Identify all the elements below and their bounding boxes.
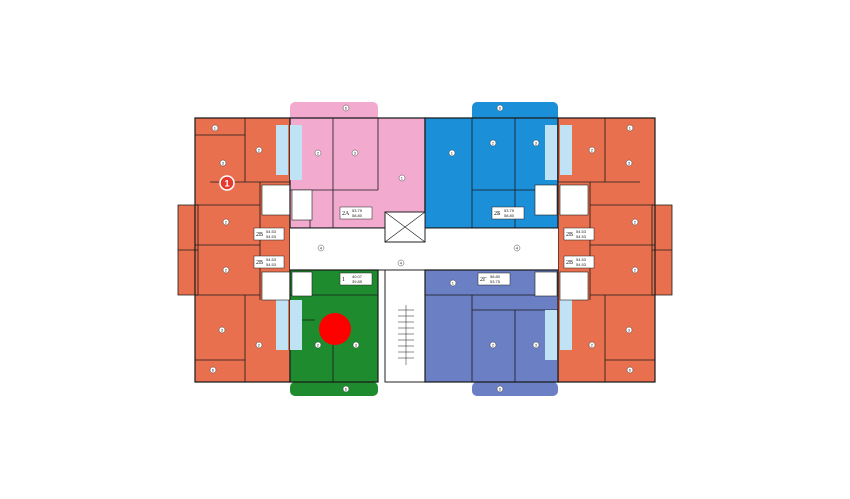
apartment-right-orange[interactable] <box>557 117 673 383</box>
svg-text:1: 1 <box>452 281 455 286</box>
svg-text:54.53: 54.53 <box>576 262 587 267</box>
svg-text:6: 6 <box>499 106 502 111</box>
svg-text:39.85: 39.85 <box>352 279 363 284</box>
svg-text:1: 1 <box>214 126 217 131</box>
svg-text:2: 2 <box>492 141 495 146</box>
svg-text:40.07: 40.07 <box>352 274 363 279</box>
svg-text:3: 3 <box>222 161 225 166</box>
svg-text:1: 1 <box>224 179 229 189</box>
svg-text:58.80: 58.80 <box>504 213 515 218</box>
svg-text:2: 2 <box>258 148 261 153</box>
svg-text:54.53: 54.53 <box>266 262 277 267</box>
svg-text:2: 2 <box>317 343 320 348</box>
svg-text:2В: 2В <box>256 232 263 238</box>
svg-text:6: 6 <box>499 387 502 392</box>
svg-text:2: 2 <box>492 343 495 348</box>
svg-text:1: 1 <box>629 126 632 131</box>
apartment-2g[interactable] <box>424 269 559 396</box>
label-2a: 2A 53.75 58.80 <box>339 206 373 220</box>
svg-text:3: 3 <box>628 161 631 166</box>
svg-text:2В: 2В <box>566 260 573 266</box>
apartment-2b[interactable] <box>424 102 559 229</box>
svg-text:2: 2 <box>591 343 594 348</box>
svg-text:6: 6 <box>345 106 348 111</box>
svg-text:54.53: 54.53 <box>576 257 587 262</box>
svg-text:53.75: 53.75 <box>504 208 515 213</box>
svg-text:54.53: 54.53 <box>266 234 277 239</box>
svg-text:58.80: 58.80 <box>352 213 363 218</box>
svg-text:1: 1 <box>342 277 345 283</box>
svg-text:2В: 2В <box>566 232 573 238</box>
svg-text:54.53: 54.53 <box>266 257 277 262</box>
svg-text:54.53: 54.53 <box>576 229 587 234</box>
svg-text:54.53: 54.53 <box>576 234 587 239</box>
svg-text:2: 2 <box>591 148 594 153</box>
svg-text:2A: 2A <box>342 211 350 217</box>
svg-text:3: 3 <box>221 328 224 333</box>
label-2g: 2Г 58.80 53.75 <box>477 272 511 286</box>
svg-text:2: 2 <box>634 268 637 273</box>
section-marker[interactable]: 1 <box>219 175 235 191</box>
selected-apartment-marker <box>319 313 351 345</box>
svg-text:2: 2 <box>317 151 320 156</box>
svg-text:6: 6 <box>212 368 215 373</box>
label-1: 1 40.07 39.85 <box>339 272 373 286</box>
svg-text:2: 2 <box>225 268 228 273</box>
label-2v-right-bottom: 2В 54.53 54.53 <box>563 255 595 269</box>
svg-text:53.75: 53.75 <box>490 279 501 284</box>
stairwell <box>384 269 426 383</box>
svg-text:53.75: 53.75 <box>352 208 363 213</box>
svg-text:2Г: 2Г <box>480 277 487 283</box>
label-2b: 2Б 53.75 58.80 <box>491 206 525 220</box>
corridor <box>290 211 558 271</box>
svg-text:3: 3 <box>535 343 538 348</box>
label-2v-left-bottom: 2В 54.53 54.53 <box>253 255 285 269</box>
svg-text:2: 2 <box>634 220 637 225</box>
svg-text:4: 4 <box>320 246 323 251</box>
svg-text:3: 3 <box>535 141 538 146</box>
svg-text:3: 3 <box>628 328 631 333</box>
svg-text:2Б: 2Б <box>494 211 501 217</box>
svg-text:54.53: 54.53 <box>266 229 277 234</box>
svg-text:58.80: 58.80 <box>490 274 501 279</box>
svg-text:2: 2 <box>225 220 228 225</box>
label-2v-right-top: 2В 54.53 54.53 <box>563 227 595 241</box>
svg-text:2В: 2В <box>256 260 263 266</box>
room-numbers: 1 2 3 2 3 1 6 1 2 3 6 2 2 4 4 4 2 2 3 <box>209 104 639 393</box>
svg-text:2: 2 <box>258 343 261 348</box>
svg-text:4: 4 <box>516 246 519 251</box>
svg-text:4: 4 <box>400 261 403 266</box>
svg-text:6: 6 <box>345 387 348 392</box>
svg-text:3: 3 <box>354 151 357 156</box>
label-2v-left-top: 2В 54.53 54.53 <box>253 227 285 241</box>
apartment-left-orange[interactable] <box>177 117 291 383</box>
svg-text:1: 1 <box>401 176 404 181</box>
svg-text:3: 3 <box>355 343 358 348</box>
svg-text:1: 1 <box>451 151 454 156</box>
svg-text:6: 6 <box>629 368 632 373</box>
